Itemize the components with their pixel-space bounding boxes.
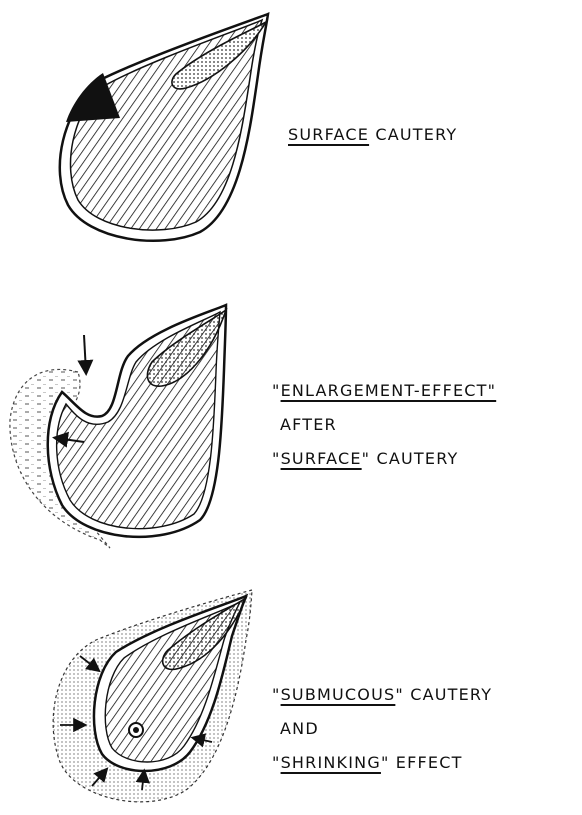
turbinate-enlargement-effect [10,305,226,548]
arrow-down [84,335,86,372]
label-line: "SURFACE" CAUTERY [272,442,496,476]
label-line: AND [272,712,492,746]
label-segment: SHRINKING [281,753,381,772]
turbinate-surface-cautery [60,14,268,241]
label-segment: " CAUTERY [362,449,459,468]
label-line: "SUBMUCOUS" CAUTERY [272,678,492,712]
label-segment: " EFFECT [381,753,463,772]
label-segment: SURFACE [288,125,369,144]
submucous-cautery-point-core [133,727,139,733]
turbinate-shrinking-effect [53,590,252,802]
label-line: "ENLARGEMENT-EFFECT" [272,374,496,408]
panel-1-label: SURFACE CAUTERY [288,124,457,146]
label-segment: " [272,381,281,400]
label-segment: " [272,685,281,704]
label-line: "SHRINKING" EFFECT [272,746,492,780]
label-segment: CAUTERY [369,125,457,144]
label-line: SURFACE CAUTERY [288,124,457,146]
panel-3-label: "SUBMUCOUS" CAUTERY AND "SHRINKING" EFFE… [272,678,492,780]
label-segment: SURFACE [281,449,362,468]
label-segment: ENLARGEMENT-EFFECT" [281,381,497,400]
label-segment: SUBMUCOUS [281,685,396,704]
label-segment: AFTER [280,415,337,434]
label-segment: " [272,449,281,468]
label-line: AFTER [272,408,496,442]
label-segment: " [272,753,281,772]
panel-2-label: "ENLARGEMENT-EFFECT" AFTER "SURFACE" CAU… [272,374,496,476]
label-segment: " CAUTERY [395,685,492,704]
label-segment: AND [280,719,319,738]
